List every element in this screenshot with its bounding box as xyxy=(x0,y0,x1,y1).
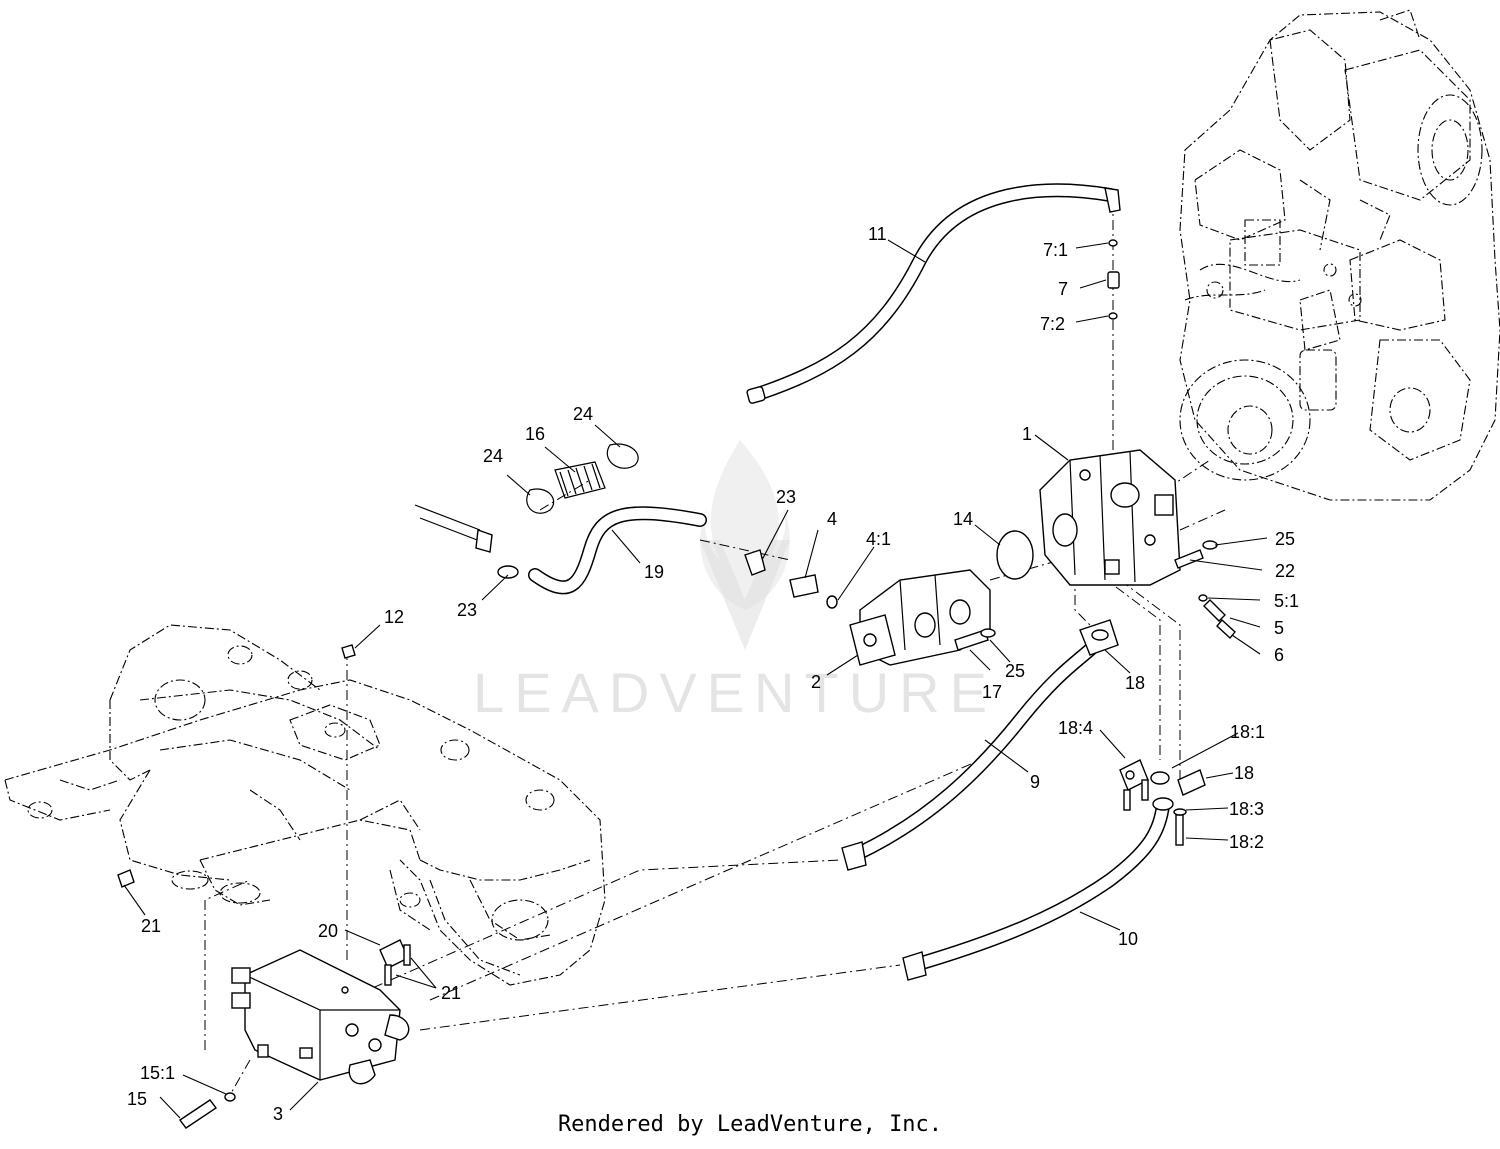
frame-illustration xyxy=(4,624,606,986)
callout-15: 15 xyxy=(127,1089,147,1109)
hose-9 xyxy=(841,619,1119,871)
hose-19 xyxy=(414,504,766,595)
engine-illustration xyxy=(1179,9,1500,501)
callout-1: 1 xyxy=(1022,424,1032,444)
fitting-7-stack xyxy=(1107,239,1120,320)
callout-5: 5 xyxy=(1274,618,1284,638)
leader-lines xyxy=(123,239,1268,1119)
alignment-lines xyxy=(204,200,1226,1096)
callout-18-2: 18:2 xyxy=(1229,832,1264,852)
callout-18-4: 18:4 xyxy=(1058,718,1093,738)
callout-7: 7 xyxy=(1058,279,1068,299)
flex-hose-16 xyxy=(526,443,639,514)
callout-18-3: 18:3 xyxy=(1229,799,1264,819)
callout-18-1: 18:1 xyxy=(1230,722,1265,742)
o-ring-14 xyxy=(996,530,1034,580)
callout-11: 11 xyxy=(868,224,887,244)
callout-18-a: 18 xyxy=(1125,673,1145,693)
callout-4: 4 xyxy=(827,509,837,529)
callout-7-1: 7:1 xyxy=(1043,240,1068,260)
callout-9: 9 xyxy=(1030,772,1040,792)
hose-11 xyxy=(746,183,1121,404)
hydrostatic-pump-1 xyxy=(1039,449,1181,586)
fitting-4 xyxy=(789,574,838,609)
watermark-text: LEADVENTURE xyxy=(473,661,997,724)
fasteners-pump xyxy=(954,540,1236,651)
callout-22: 22 xyxy=(1275,561,1295,581)
callout-14: 14 xyxy=(953,509,973,529)
callout-6: 6 xyxy=(1274,645,1284,665)
callout-23-b: 23 xyxy=(457,600,477,620)
callout-21-a: 21 xyxy=(141,916,161,936)
callout-7-2: 7:2 xyxy=(1040,314,1065,334)
callout-16: 16 xyxy=(525,424,545,444)
callout-5-1: 5:1 xyxy=(1274,591,1299,611)
callout-23-a: 23 xyxy=(776,487,796,507)
callout-24-a: 24 xyxy=(483,446,503,466)
callout-4-1: 4:1 xyxy=(866,529,891,549)
hose-10 xyxy=(902,797,1174,981)
valve-manifold-3 xyxy=(231,949,410,1085)
callout-18-b: 18 xyxy=(1234,763,1254,783)
callout-3: 3 xyxy=(273,1104,283,1124)
callout-2: 2 xyxy=(811,672,821,692)
callout-25-a: 25 xyxy=(1275,529,1295,549)
callout-21-b: 21 xyxy=(441,983,461,1003)
callout-19: 19 xyxy=(644,562,664,582)
callout-17: 17 xyxy=(982,682,1002,702)
rendered-by-footer: Rendered by LeadVenture, Inc. xyxy=(557,1112,943,1137)
sensor-15 xyxy=(178,1092,236,1129)
callout-10: 10 xyxy=(1118,929,1138,949)
callout-labels: 1 2 3 4 4:1 5 5:1 6 7 7:1 7:2 9 10 11 12… xyxy=(127,224,1299,1124)
callout-15-1: 15:1 xyxy=(140,1063,175,1083)
callout-24-b: 24 xyxy=(573,404,593,424)
flange-18-parts xyxy=(1119,759,1206,846)
callout-25-b: 25 xyxy=(1005,661,1025,681)
callout-12: 12 xyxy=(384,607,404,627)
gear-pump-2 xyxy=(849,569,991,666)
bracket-20-bolts-21 xyxy=(117,644,411,986)
leadventure-watermark: LEADVENTURE xyxy=(473,440,997,724)
callout-20: 20 xyxy=(318,921,338,941)
